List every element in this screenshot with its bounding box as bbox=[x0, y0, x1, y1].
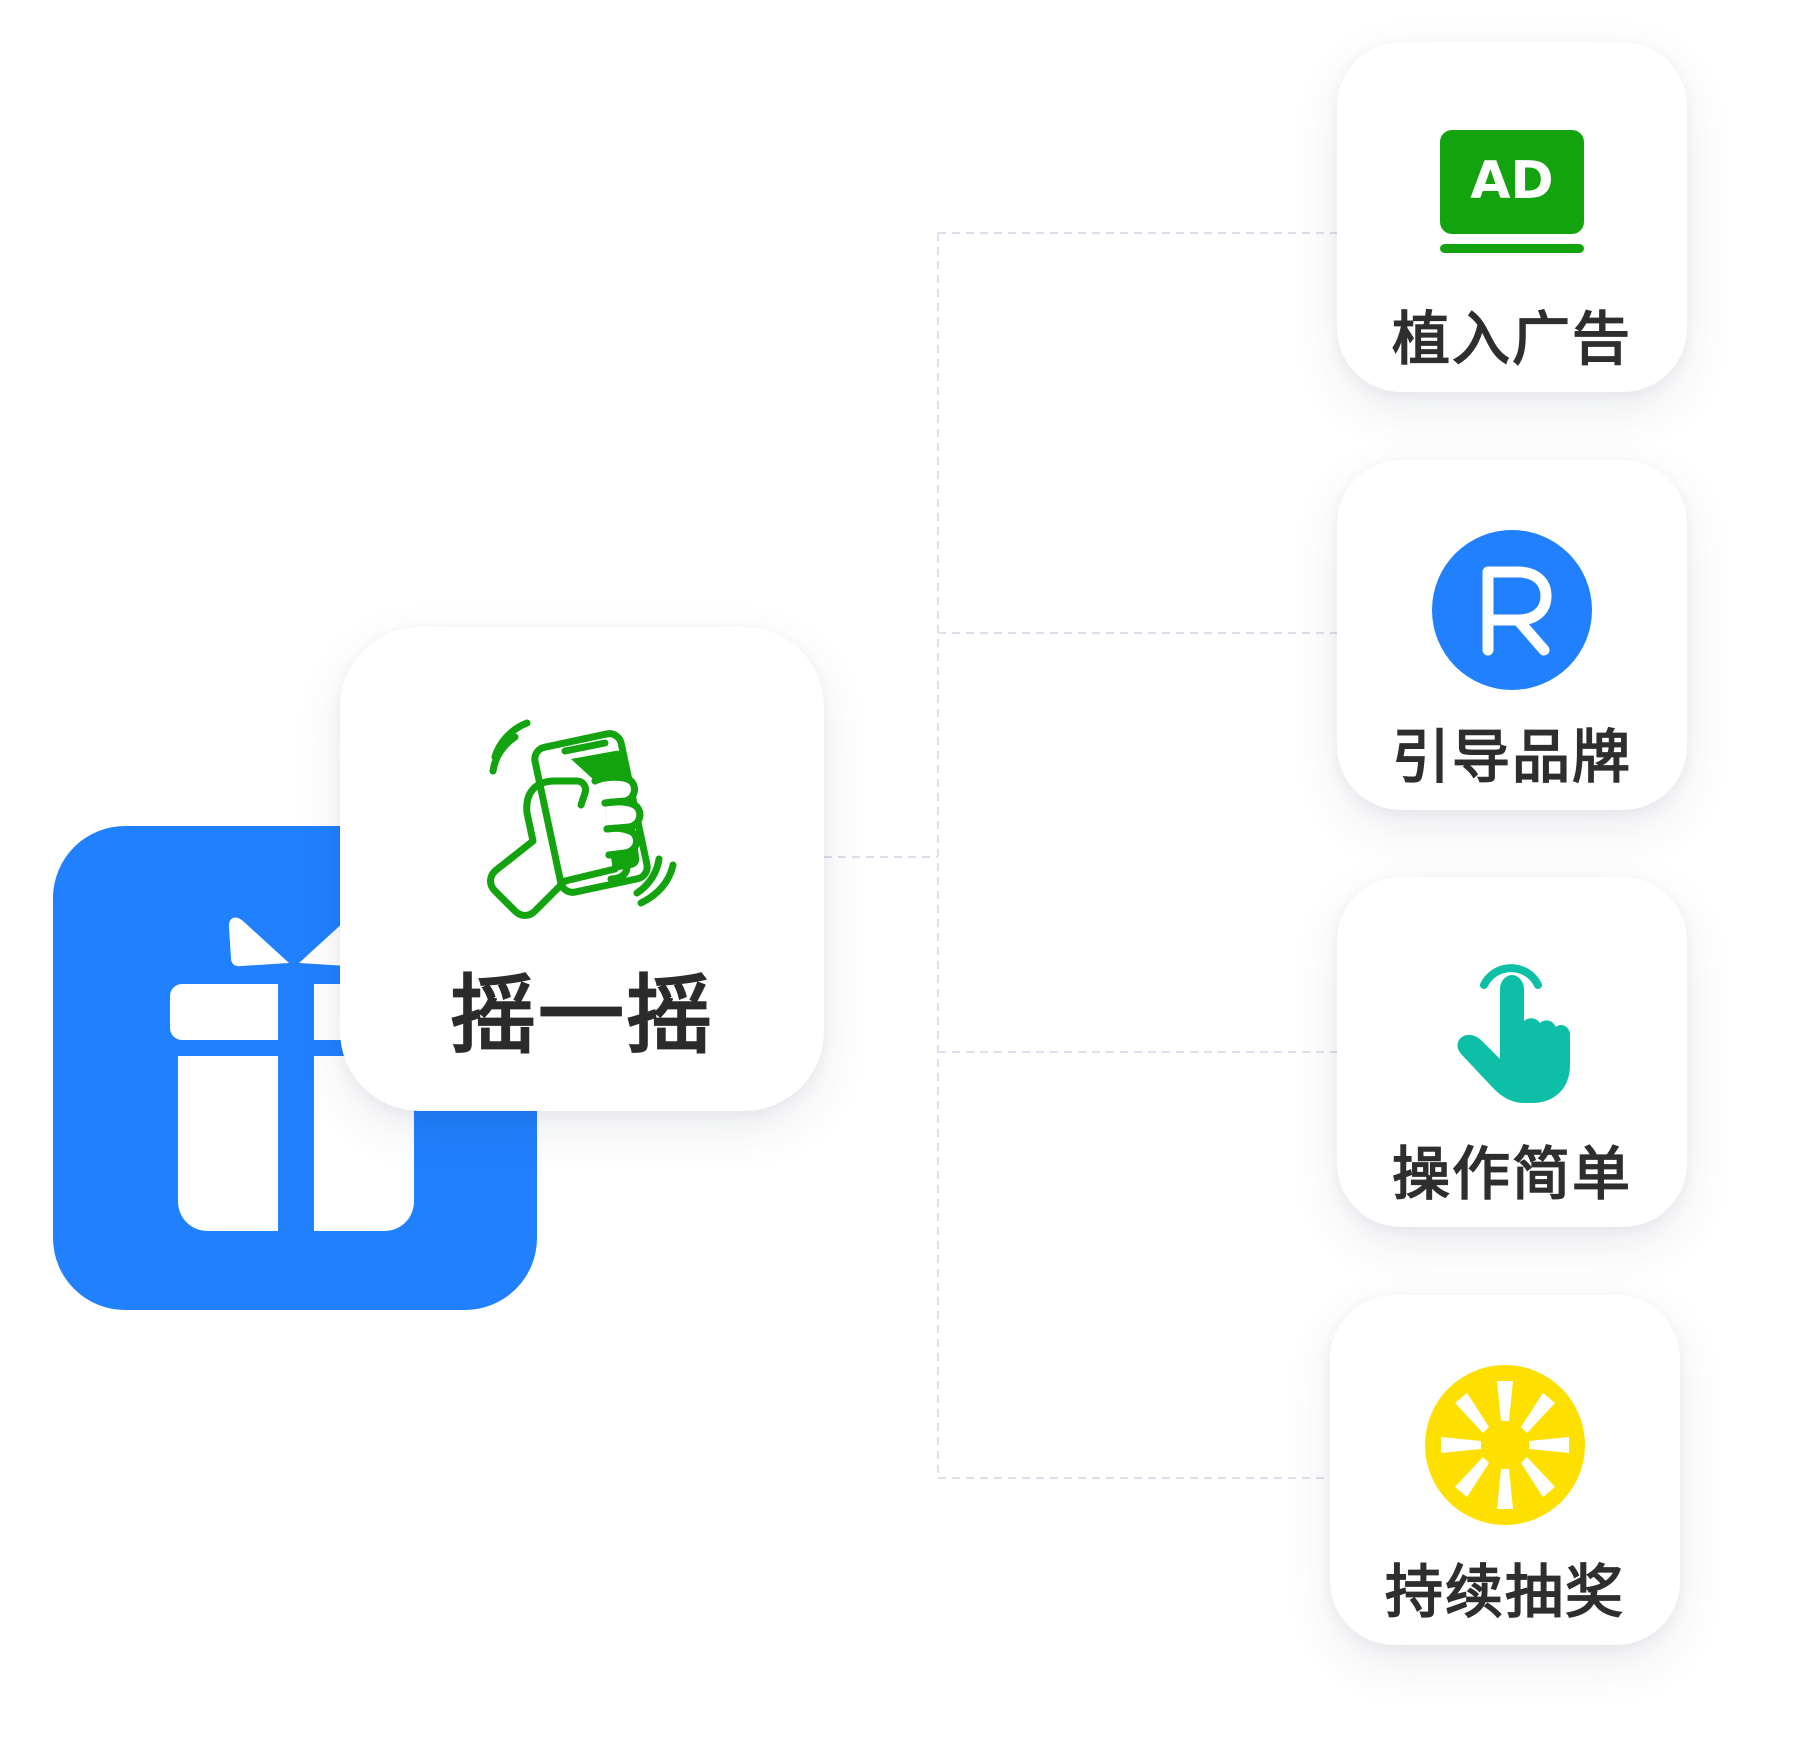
feature-label-brand: 引导品牌 bbox=[1391, 723, 1632, 791]
feature-card-simple[interactable]: 操作简单 bbox=[1337, 877, 1687, 1227]
shake-label: 摇一摇 bbox=[450, 966, 714, 1066]
feature-card-ad[interactable]: AD 植入广告 bbox=[1337, 42, 1687, 392]
prize-wheel-icon bbox=[1425, 1365, 1585, 1525]
feature-card-lottery[interactable]: 持续抽奖 bbox=[1330, 1295, 1680, 1645]
feature-card-brand[interactable]: 引导品牌 bbox=[1337, 460, 1687, 810]
feature-label-ad: 植入广告 bbox=[1391, 305, 1632, 373]
feature-label-simple: 操作简单 bbox=[1391, 1140, 1632, 1208]
ad-screen-icon: AD bbox=[1440, 130, 1584, 253]
shake-card[interactable]: 摇一摇 bbox=[340, 627, 824, 1111]
svg-text:AD: AD bbox=[1470, 151, 1553, 211]
registered-brand-icon bbox=[1432, 530, 1592, 690]
hand-shaking-phone-icon bbox=[487, 719, 677, 919]
feature-label-lottery: 持续抽奖 bbox=[1384, 1558, 1625, 1626]
tap-finger-icon bbox=[1457, 964, 1570, 1103]
